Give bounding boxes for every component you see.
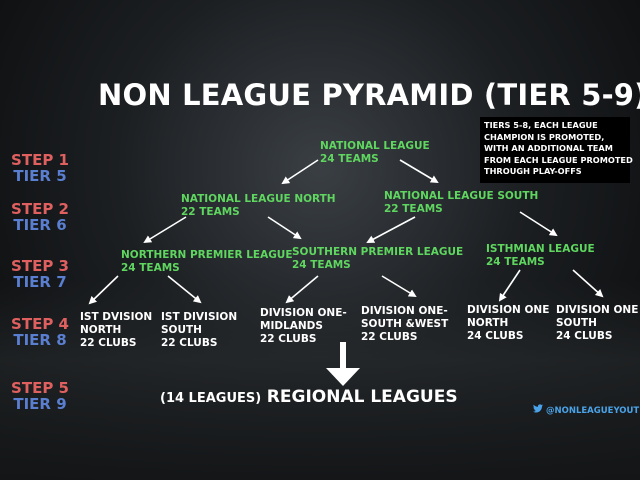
step-text: STEP 5 bbox=[11, 379, 69, 397]
node-name: NATIONAL LEAGUE SOUTH bbox=[384, 190, 539, 202]
node-line1: DIVISION ONE- bbox=[361, 305, 448, 317]
node-isthmian-division-north: DIVISION ONE NORTH 24 CLUBS bbox=[467, 304, 549, 343]
node-line1: DIVISION ONE bbox=[556, 304, 639, 316]
step-text: STEP 4 bbox=[11, 315, 69, 333]
tier-text: TIER 9 bbox=[13, 395, 67, 413]
page-title: NON LEAGUE PYRAMID (TIER 5-9) bbox=[98, 78, 640, 112]
step-text: STEP 1 bbox=[11, 151, 69, 169]
down-arrow bbox=[326, 342, 360, 386]
node-line2: SOUTH &WEST bbox=[361, 318, 449, 330]
node-line2: NORTH bbox=[467, 317, 509, 329]
node-line2: MIDLANDS bbox=[260, 320, 323, 332]
node-count: 24 CLUBS bbox=[556, 330, 613, 342]
node-line2: SOUTH bbox=[556, 317, 597, 329]
node-count: 22 CLUBS bbox=[260, 333, 317, 345]
node-count: 22 CLUBS bbox=[80, 337, 137, 349]
step-5-label: STEP 5 TIER 9 bbox=[8, 380, 72, 412]
note-line: FROM EACH LEAGUE PROMOTED bbox=[484, 154, 633, 165]
tier-text: TIER 6 bbox=[13, 216, 67, 234]
node-name: SOUTHERN PREMIER LEAGUE bbox=[292, 246, 464, 258]
arrow bbox=[572, 269, 604, 298]
pitch-background bbox=[0, 280, 640, 480]
node-count: 22 CLUBS bbox=[361, 331, 418, 343]
step-4-label: STEP 4 TIER 8 bbox=[8, 316, 72, 348]
arrow bbox=[366, 216, 416, 243]
arrow bbox=[88, 275, 119, 305]
note-line: CHAMPION IS PROMOTED, bbox=[484, 131, 605, 142]
node-count: 22 TEAMS bbox=[181, 206, 240, 218]
arrow bbox=[281, 159, 319, 185]
node-count: 24 TEAMS bbox=[320, 153, 379, 165]
node-name: NORTHERN PREMIER LEAGUE bbox=[121, 249, 293, 261]
arrow bbox=[381, 275, 417, 298]
step-2-label: STEP 2 TIER 6 bbox=[8, 201, 72, 233]
node-northern-premier-league: NORTHERN PREMIER LEAGUE 24 TEAMS bbox=[121, 249, 293, 275]
step-3-label: STEP 3 TIER 7 bbox=[8, 258, 72, 290]
regional-label: REGIONAL LEAGUES bbox=[266, 387, 458, 407]
node-npl-division-north: IST DVISION NORTH 22 CLUBS bbox=[80, 311, 152, 350]
arrow bbox=[399, 159, 439, 184]
node-name: NATIONAL LEAGUE bbox=[320, 140, 430, 152]
node-national-league-north: NATIONAL LEAGUE NORTH 22 TEAMS bbox=[181, 193, 336, 219]
node-count: 24 TEAMS bbox=[292, 259, 351, 271]
node-spl-division-midlands: DIVISION ONE- MIDLANDS 22 CLUBS bbox=[260, 307, 347, 346]
node-line1: IST DVISION bbox=[80, 311, 153, 323]
node-spl-division-south-west: DIVISION ONE- SOUTH &WEST 22 CLUBS bbox=[361, 305, 448, 344]
regional-leagues: (14 LEAGUES) REGIONAL LEAGUES bbox=[160, 387, 458, 407]
twitter-bird-icon bbox=[533, 404, 543, 416]
node-line2: SOUTH bbox=[161, 324, 202, 336]
node-name: NATIONAL LEAGUE NORTH bbox=[181, 193, 336, 205]
handle-text[interactable]: @NONLEAGUEYOUT bbox=[546, 406, 640, 416]
node-national-league: NATIONAL LEAGUE 24 TEAMS bbox=[320, 140, 430, 166]
note-line: THROUGH PLAY-OFFS bbox=[484, 166, 582, 176]
note-line: TIERS 5-8, EACH LEAGUE bbox=[484, 120, 598, 130]
node-southern-premier-league: SOUTHERN PREMIER LEAGUE 24 TEAMS bbox=[292, 246, 463, 272]
arrow bbox=[498, 269, 521, 302]
node-isthmian-division-south: DIVISION ONE SOUTH 24 CLUBS bbox=[556, 304, 638, 343]
step-1-label: STEP 1 TIER 5 bbox=[8, 152, 72, 184]
step-text: STEP 3 bbox=[11, 257, 69, 275]
node-name: ISTHMIAN LEAGUE bbox=[486, 243, 595, 255]
arrow bbox=[167, 275, 202, 304]
step-text: STEP 2 bbox=[11, 200, 69, 218]
node-national-league-south: NATIONAL LEAGUE SOUTH 22 TEAMS bbox=[384, 190, 538, 216]
node-count: 24 TEAMS bbox=[486, 256, 545, 268]
twitter-handle[interactable]: @NONLEAGUEYOUT bbox=[533, 404, 639, 416]
node-line1: DIVISION ONE- bbox=[260, 307, 347, 319]
arrow bbox=[267, 216, 302, 240]
tier-text: TIER 7 bbox=[13, 273, 67, 291]
node-line1: DIVISION ONE bbox=[467, 304, 550, 316]
node-count: 24 CLUBS bbox=[467, 330, 524, 342]
promotion-note: TIERS 5-8, EACH LEAGUE CHAMPION IS PROMO… bbox=[480, 117, 633, 183]
node-count: 24 TEAMS bbox=[121, 262, 180, 274]
node-line1: IST DIVISION bbox=[161, 311, 238, 323]
node-count: 22 TEAMS bbox=[384, 203, 443, 215]
node-count: 22 CLUBS bbox=[161, 337, 218, 349]
node-npl-division-south: IST DIVISION SOUTH 22 CLUBS bbox=[161, 311, 237, 350]
node-line2: NORTH bbox=[80, 324, 122, 336]
tier-text: TIER 8 bbox=[13, 331, 67, 349]
arrow bbox=[519, 211, 558, 237]
arrow bbox=[285, 275, 319, 304]
tier-text: TIER 5 bbox=[13, 167, 67, 185]
note-line: WITH AN ADDITIONAL TEAM bbox=[484, 143, 613, 153]
regional-prefix: (14 LEAGUES) bbox=[160, 391, 262, 406]
node-isthmian-league: ISTHMIAN LEAGUE 24 TEAMS bbox=[486, 243, 595, 269]
arrow bbox=[143, 216, 187, 244]
